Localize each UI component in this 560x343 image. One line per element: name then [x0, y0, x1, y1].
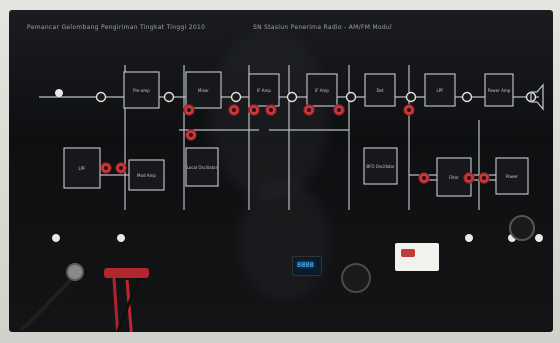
signal-node-jack[interactable] [95, 91, 107, 103]
red-test-lead [125, 279, 133, 332]
test-jack-hole [187, 108, 191, 112]
terminal-post[interactable] [117, 234, 125, 242]
block-b3 [248, 73, 280, 107]
block-label: Filter [449, 175, 459, 180]
tuning-knob[interactable] [341, 263, 371, 293]
test-jack-hole [307, 108, 311, 112]
red-test-lead [112, 277, 120, 332]
red-plug[interactable] [104, 268, 149, 278]
test-jack-hole [482, 176, 486, 180]
block-label: Power Amp [488, 88, 511, 93]
block-label: LPF [437, 88, 445, 93]
test-jack-hole [252, 108, 256, 112]
bnc-plug[interactable] [66, 263, 84, 281]
block-b10 [185, 147, 219, 187]
block-label: Mixer [198, 88, 209, 93]
block-b13 [495, 157, 529, 195]
probe-cable [19, 270, 81, 332]
block-label: Power [506, 174, 518, 179]
block-label: Pre-amp [133, 88, 150, 93]
block-b2 [185, 71, 222, 109]
block-label: Det [376, 88, 384, 93]
panel-title-left: Pemancar Gelombang Pengiriman Tingkat Ti… [27, 24, 206, 31]
test-jack-hole [189, 133, 193, 137]
black-test-lead [115, 271, 145, 332]
block-b5 [364, 73, 396, 107]
volume-knob[interactable] [509, 215, 535, 241]
terminal-post[interactable] [52, 234, 60, 242]
speaker-icon [530, 83, 544, 111]
signal-node-jack[interactable] [345, 91, 357, 103]
block-label: BFO Oscillator [366, 164, 395, 169]
panel-title-right: SN Stasiun Penerima Radio - AM/FM Modul [253, 24, 393, 31]
reflection [239, 180, 329, 300]
block-label: Local Oscillator [187, 165, 218, 170]
test-jack-hole [407, 108, 411, 112]
signal-node-jack[interactable] [405, 91, 417, 103]
terminal-post[interactable] [465, 234, 473, 242]
test-jack-hole [104, 166, 108, 170]
test-jack-hole [269, 108, 273, 112]
test-jack-hole [422, 176, 426, 180]
display-value: 8888 [297, 261, 314, 269]
test-jack-hole [467, 176, 471, 180]
trainer-panel: Pemancar Gelombang Pengiriman Tingkat Ti… [9, 10, 553, 332]
block-b9 [128, 159, 165, 191]
block-b7 [484, 73, 514, 107]
label-sticker [395, 243, 439, 271]
test-jack-hole [119, 166, 123, 170]
test-jack-hole [337, 108, 341, 112]
frequency-display: 8888 [292, 256, 322, 276]
block-b8 [63, 147, 101, 189]
terminal-post[interactable] [55, 89, 63, 97]
block-label: Mod Amp [137, 173, 156, 178]
signal-node-jack[interactable] [461, 91, 473, 103]
block-label: IF Amp [257, 88, 271, 93]
terminal-post[interactable] [535, 234, 543, 242]
signal-node-jack[interactable] [230, 91, 242, 103]
signal-node-jack[interactable] [286, 91, 298, 103]
block-b6 [424, 73, 456, 107]
block-label: LPF [79, 166, 87, 171]
block-b4 [306, 73, 338, 107]
block-b1 [123, 71, 160, 109]
signal-node-jack[interactable] [163, 91, 175, 103]
block-label: IF Amp [315, 88, 329, 93]
test-jack-hole [232, 108, 236, 112]
block-b11 [363, 147, 398, 185]
